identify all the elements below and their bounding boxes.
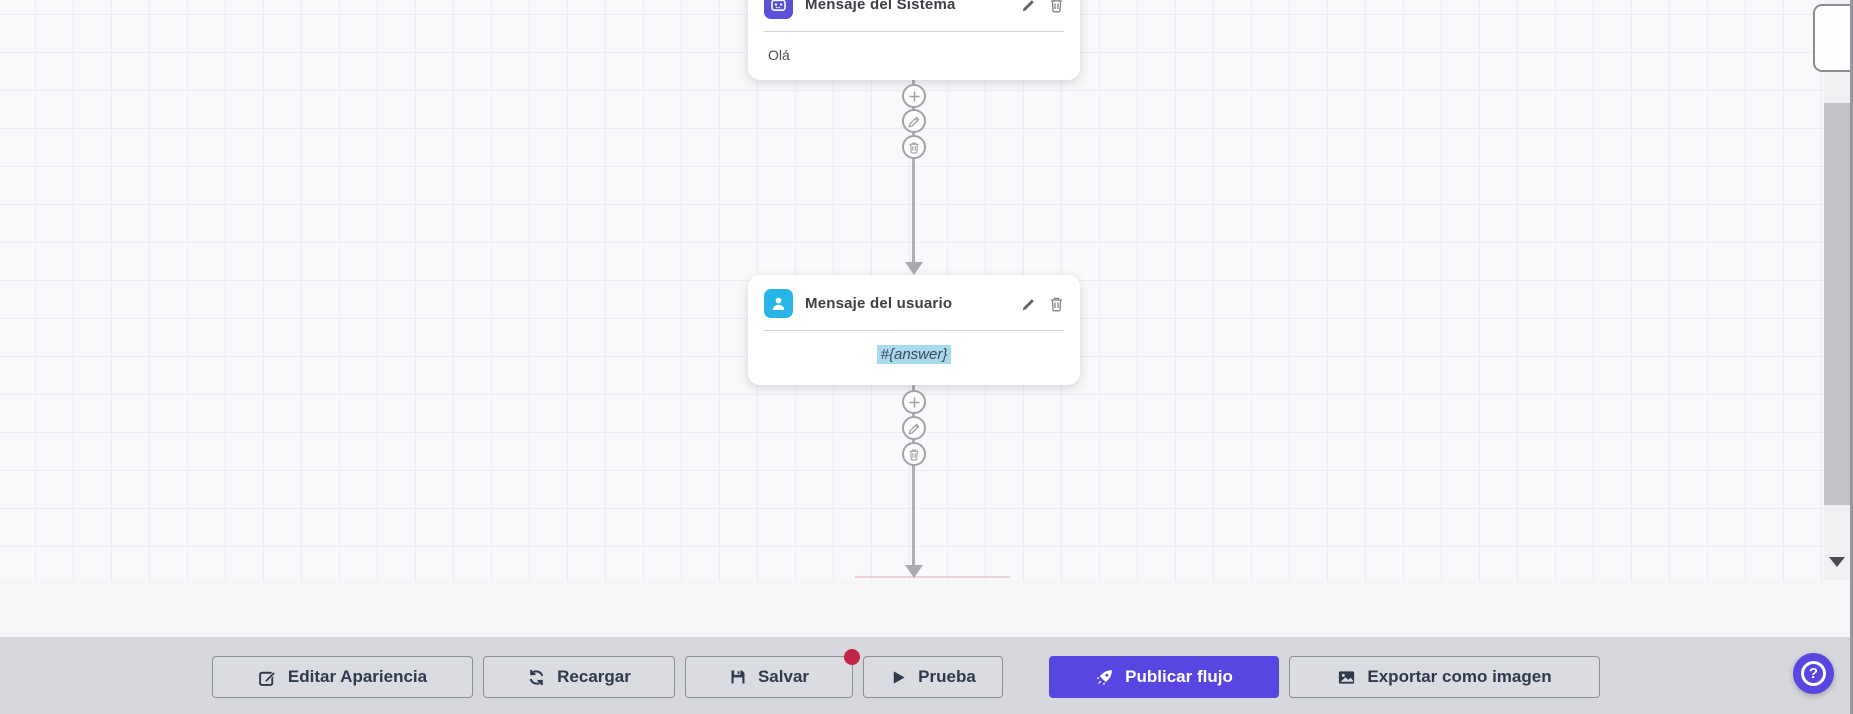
- save-icon: [731, 670, 745, 684]
- reload-button[interactable]: Recargar: [483, 656, 675, 698]
- image-icon: [1339, 670, 1355, 684]
- node-divider: [764, 31, 1064, 32]
- canvas-footer-strip: [0, 581, 1853, 637]
- vertical-scrollbar-thumb[interactable]: [1824, 103, 1850, 505]
- scrollbar-down-arrow-icon[interactable]: [1829, 557, 1845, 567]
- node-title: Mensaje del usuario: [805, 295, 953, 312]
- connector-line: [912, 385, 915, 565]
- question-mark-icon: ?: [1801, 661, 1826, 686]
- node-header: Mensaje del usuario: [748, 275, 1080, 330]
- bottom-toolbar: Editar Apariencia Recargar: [0, 637, 1853, 714]
- test-button[interactable]: Prueba: [863, 656, 1003, 698]
- add-node-button[interactable]: [902, 84, 926, 108]
- unsaved-changes-badge: [844, 649, 860, 665]
- edit-connector-button[interactable]: [902, 109, 926, 133]
- node-body: #{answer}: [748, 331, 1080, 378]
- user-icon: [764, 289, 793, 318]
- delete-node-icon[interactable]: [1049, 296, 1064, 312]
- edit-icon: [259, 670, 276, 686]
- node-body-text: Olá: [768, 47, 790, 63]
- rocket-icon: [1096, 669, 1113, 685]
- refresh-icon: [529, 669, 544, 685]
- drop-target-hint: [855, 576, 1010, 578]
- edit-node-icon[interactable]: [1021, 0, 1037, 13]
- node-user-message[interactable]: Mensaje del usuario #{answer}: [748, 275, 1080, 385]
- edit-connector-button[interactable]: [902, 416, 926, 440]
- node-system-message[interactable]: Mensaje del Sistema Olá: [748, 0, 1080, 80]
- save-button[interactable]: Salvar: [685, 649, 860, 698]
- delete-node-icon[interactable]: [1049, 0, 1064, 13]
- edit-appearance-button[interactable]: Editar Apariencia: [212, 656, 473, 698]
- edit-node-icon[interactable]: [1021, 296, 1037, 312]
- play-icon: [893, 670, 905, 684]
- export-image-button[interactable]: Exportar como imagen: [1289, 656, 1600, 698]
- connector-arrowhead-icon: [905, 262, 923, 275]
- variable-chip: #{answer}: [876, 345, 952, 364]
- robot-icon: [764, 0, 793, 19]
- connector-line: [912, 80, 915, 265]
- node-title: Mensaje del Sistema: [805, 0, 956, 13]
- minimap-panel[interactable]: [1813, 4, 1853, 72]
- node-header: Mensaje del Sistema: [748, 0, 1080, 31]
- connector-arrowhead-icon: [905, 565, 923, 578]
- delete-connector-button[interactable]: [902, 135, 926, 159]
- add-node-button[interactable]: [902, 390, 926, 414]
- window-right-border: [1850, 0, 1853, 714]
- publish-flow-button[interactable]: Publicar flujo: [1049, 656, 1279, 698]
- node-divider: [764, 330, 1064, 331]
- delete-connector-button[interactable]: [902, 442, 926, 466]
- help-button[interactable]: ?: [1793, 653, 1834, 694]
